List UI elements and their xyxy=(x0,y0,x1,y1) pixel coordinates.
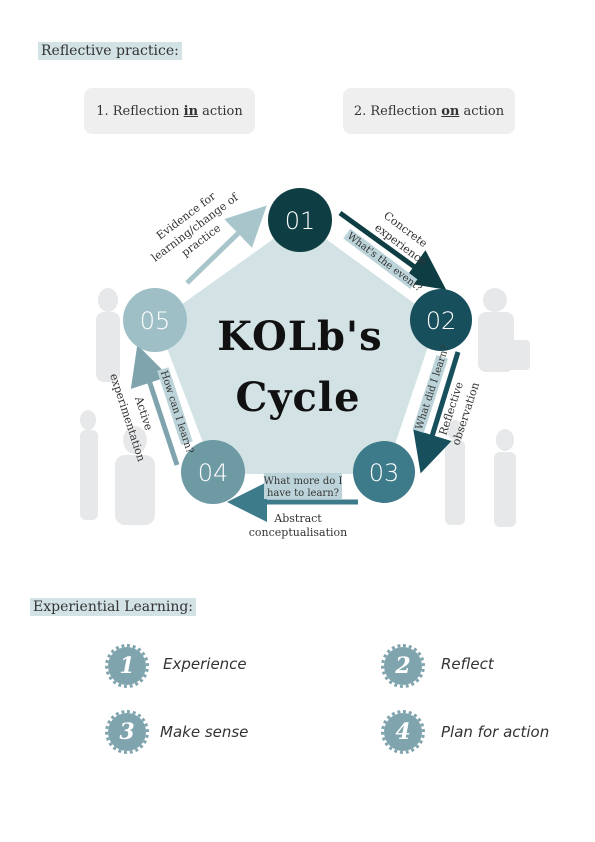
question-more-line1: What more do I xyxy=(264,476,343,487)
reflection-on-key: on xyxy=(441,103,460,119)
step-2-label: Reflect xyxy=(441,655,494,673)
background-silhouettes xyxy=(80,288,530,527)
cycle-title-line2: Cycle xyxy=(235,374,360,421)
node-04: 04 xyxy=(181,440,245,504)
step-3-number: 3 xyxy=(119,719,135,745)
reflection-on-action-box: 2. Reflection on action xyxy=(343,88,515,134)
reflection-on-prefix: 2. Reflection xyxy=(353,103,442,119)
cycle-title-line1: KOLb's xyxy=(217,313,382,360)
reflection-in-action-box: 1. Reflection in action xyxy=(84,88,255,134)
question-more-line2: have to learn? xyxy=(267,488,339,499)
reflection-in-key: in xyxy=(183,103,199,119)
step-3-badge: 3 xyxy=(105,710,149,754)
node-05-label: 05 xyxy=(140,307,171,335)
arrow-04-to-05 xyxy=(130,344,180,466)
question-more-tag: What more do I have to learn? xyxy=(264,473,343,499)
cycle-pentagon xyxy=(157,220,437,474)
step-1-number: 1 xyxy=(119,653,135,679)
node-03: 03 xyxy=(353,441,415,503)
step-1-label: Experience xyxy=(163,655,247,673)
step-4-badge: 4 xyxy=(381,710,425,754)
experiential-learning-heading: Experiential Learning: xyxy=(30,598,197,616)
step-4-number: 4 xyxy=(395,719,411,745)
node-02: 02 xyxy=(410,289,472,351)
step-2-badge: 2 xyxy=(381,644,425,688)
stage-active-experimentation: Active experimentation xyxy=(107,372,155,463)
step-4-label: Plan for action xyxy=(441,723,550,741)
step-2-number: 2 xyxy=(395,653,411,679)
node-05: 05 xyxy=(123,288,187,352)
stage-evidence-for-learning: Evidence for learning/change of practice xyxy=(149,189,241,264)
step-3-label: Make sense xyxy=(160,723,249,741)
stage-abstract-conceptualisation: Abstract conceptualisation xyxy=(249,512,348,539)
node-04-label: 04 xyxy=(198,459,229,487)
reflection-in-suffix: action xyxy=(198,103,243,119)
reflective-practice-heading: Reflective practice: xyxy=(38,42,182,60)
node-02-label: 02 xyxy=(426,307,457,335)
arrow-01-to-02 xyxy=(338,210,447,290)
reflection-on-suffix: action xyxy=(459,103,505,119)
reflection-in-prefix: 1. Reflection xyxy=(96,103,184,119)
abstract-line1: Abstract xyxy=(273,512,322,525)
node-01-label: 01 xyxy=(285,207,316,235)
step-1-badge: 1 xyxy=(105,644,149,688)
node-01: 01 xyxy=(268,188,332,252)
arrow-05-to-01 xyxy=(185,205,267,285)
abstract-line2: conceptualisation xyxy=(249,526,348,539)
node-03-label: 03 xyxy=(369,459,400,487)
stage-reflective-observation: Reflective observation xyxy=(436,380,482,447)
arrow-02-to-03 xyxy=(413,351,461,474)
